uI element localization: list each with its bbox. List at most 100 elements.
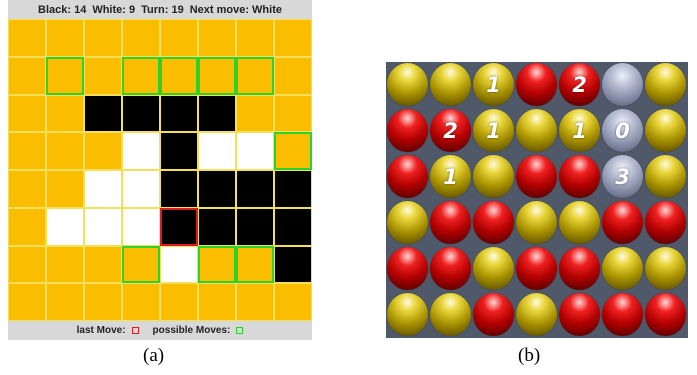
board-cell-black[interactable] xyxy=(274,246,312,284)
yellow-marble[interactable]: 1 xyxy=(430,155,471,198)
grey-marble[interactable]: 0 xyxy=(602,109,643,152)
red-marble[interactable] xyxy=(516,155,557,198)
board-cell-empty[interactable] xyxy=(236,95,274,133)
board-cell-white[interactable] xyxy=(122,170,160,208)
board-cell-white[interactable] xyxy=(84,208,122,246)
board-cell-white[interactable] xyxy=(84,170,122,208)
board-cell-possible-move[interactable] xyxy=(160,57,198,95)
board-cell-empty[interactable] xyxy=(46,132,84,170)
board-cell-empty[interactable] xyxy=(46,283,84,321)
board-cell-possible-move[interactable] xyxy=(122,246,160,284)
board-cell-empty[interactable] xyxy=(84,19,122,57)
yellow-marble[interactable] xyxy=(602,247,643,290)
red-marble[interactable] xyxy=(559,155,600,198)
board-cell-empty[interactable] xyxy=(198,283,236,321)
board-cell-black[interactable] xyxy=(160,132,198,170)
board-cell-possible-move[interactable] xyxy=(46,57,84,95)
board-cell-empty[interactable] xyxy=(274,283,312,321)
board-cell-black[interactable] xyxy=(84,95,122,133)
red-marble[interactable]: 2 xyxy=(559,63,600,106)
board-cell-black[interactable] xyxy=(122,95,160,133)
yellow-marble[interactable] xyxy=(387,63,428,106)
red-marble[interactable] xyxy=(387,155,428,198)
yellow-marble[interactable] xyxy=(516,109,557,152)
board-cell-possible-move[interactable] xyxy=(198,57,236,95)
red-marble[interactable] xyxy=(602,201,643,244)
board-cell-empty[interactable] xyxy=(84,57,122,95)
board-cell-possible-move[interactable] xyxy=(236,246,274,284)
board-cell-empty[interactable] xyxy=(46,246,84,284)
board-cell-empty[interactable] xyxy=(160,19,198,57)
red-marble[interactable]: 2 xyxy=(430,109,471,152)
yellow-marble[interactable] xyxy=(430,293,471,336)
board-cell-white[interactable] xyxy=(236,132,274,170)
board-cell-black[interactable] xyxy=(198,170,236,208)
yellow-marble[interactable]: 1 xyxy=(473,109,514,152)
yellow-marble[interactable]: 1 xyxy=(473,63,514,106)
board-cell-empty[interactable] xyxy=(84,246,122,284)
othello-board[interactable] xyxy=(8,19,312,321)
board-cell-white[interactable] xyxy=(122,208,160,246)
board-cell-empty[interactable] xyxy=(236,19,274,57)
board-cell-empty[interactable] xyxy=(274,95,312,133)
board-cell-empty[interactable] xyxy=(236,283,274,321)
board-cell-black[interactable] xyxy=(274,208,312,246)
yellow-marble[interactable]: 1 xyxy=(559,109,600,152)
board-cell-empty[interactable] xyxy=(160,283,198,321)
board-cell-black[interactable] xyxy=(236,208,274,246)
red-marble[interactable] xyxy=(430,201,471,244)
board-cell-empty[interactable] xyxy=(274,19,312,57)
red-marble[interactable] xyxy=(516,247,557,290)
yellow-marble[interactable] xyxy=(516,293,557,336)
red-marble[interactable] xyxy=(559,293,600,336)
board-cell-black[interactable] xyxy=(160,170,198,208)
board-cell-black[interactable] xyxy=(198,208,236,246)
yellow-marble[interactable] xyxy=(473,155,514,198)
board-cell-empty[interactable] xyxy=(46,95,84,133)
yellow-marble[interactable] xyxy=(645,109,686,152)
yellow-marble[interactable] xyxy=(387,293,428,336)
board-cell-possible-move[interactable] xyxy=(236,57,274,95)
board-cell-black[interactable] xyxy=(236,170,274,208)
board-cell-possible-move[interactable] xyxy=(198,246,236,284)
board-cell-empty[interactable] xyxy=(8,246,46,284)
board-cell-empty[interactable] xyxy=(46,170,84,208)
red-marble[interactable] xyxy=(602,293,643,336)
yellow-marble[interactable] xyxy=(645,155,686,198)
red-marble[interactable] xyxy=(387,109,428,152)
yellow-marble[interactable] xyxy=(430,63,471,106)
grey-marble[interactable] xyxy=(602,63,643,106)
board-cell-black[interactable] xyxy=(274,170,312,208)
board-cell-white[interactable] xyxy=(160,246,198,284)
board-cell-last-move[interactable] xyxy=(160,208,198,246)
yellow-marble[interactable] xyxy=(387,201,428,244)
board-cell-empty[interactable] xyxy=(46,19,84,57)
red-marble[interactable] xyxy=(387,247,428,290)
yellow-marble[interactable] xyxy=(473,247,514,290)
board-cell-white[interactable] xyxy=(122,132,160,170)
board-cell-white[interactable] xyxy=(198,132,236,170)
board-cell-black[interactable] xyxy=(160,95,198,133)
board-cell-empty[interactable] xyxy=(122,19,160,57)
yellow-marble[interactable] xyxy=(559,201,600,244)
yellow-marble[interactable] xyxy=(516,201,557,244)
red-marble[interactable] xyxy=(473,293,514,336)
red-marble[interactable] xyxy=(645,201,686,244)
board-cell-empty[interactable] xyxy=(84,283,122,321)
red-marble[interactable] xyxy=(559,247,600,290)
board-cell-empty[interactable] xyxy=(122,283,160,321)
board-cell-empty[interactable] xyxy=(8,170,46,208)
board-cell-empty[interactable] xyxy=(8,95,46,133)
grey-marble[interactable]: 3 xyxy=(602,155,643,198)
board-cell-empty[interactable] xyxy=(274,57,312,95)
yellow-marble[interactable] xyxy=(645,63,686,106)
red-marble[interactable] xyxy=(473,201,514,244)
board-cell-empty[interactable] xyxy=(8,19,46,57)
red-marble[interactable] xyxy=(645,293,686,336)
board-cell-white[interactable] xyxy=(46,208,84,246)
board-cell-empty[interactable] xyxy=(8,208,46,246)
board-cell-empty[interactable] xyxy=(84,132,122,170)
red-marble[interactable] xyxy=(430,247,471,290)
board-cell-empty[interactable] xyxy=(8,283,46,321)
